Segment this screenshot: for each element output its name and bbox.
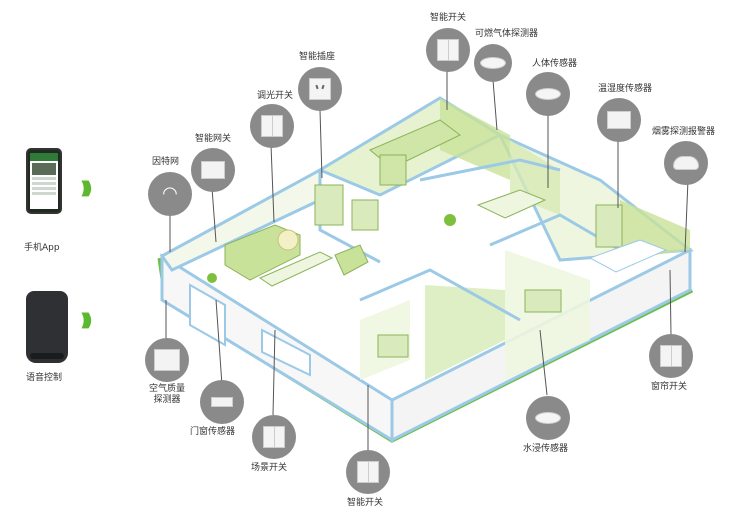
partition-4 bbox=[419, 158, 561, 182]
door-window-sensor-label: 门窗传感器 bbox=[190, 427, 236, 437]
wifi-icon: ◠ bbox=[162, 183, 178, 204]
dimmer-switch-label: 调光开关 bbox=[257, 91, 294, 101]
human-sensor-node bbox=[526, 72, 570, 116]
scene-switch-node bbox=[252, 415, 296, 459]
curtain-switch-icon bbox=[660, 345, 682, 367]
water-sensor-icon bbox=[535, 412, 561, 424]
door-sensor-icon bbox=[211, 397, 233, 407]
smart-switch-bottom-label: 智能开关 bbox=[347, 498, 384, 508]
speaker-signal-icon: ))) bbox=[80, 310, 92, 331]
gas-detector-node bbox=[474, 44, 512, 82]
scene-switch-icon bbox=[263, 426, 285, 448]
tv-cabinet bbox=[351, 199, 379, 231]
motion-sensor-icon bbox=[535, 88, 561, 100]
scene-switch-label: 场景开关 bbox=[251, 463, 288, 473]
fridge-left bbox=[314, 184, 344, 226]
phone-app-device bbox=[26, 148, 62, 214]
smart-socket-node bbox=[298, 67, 342, 111]
internet-label: 因特网 bbox=[152, 157, 180, 167]
temp-humidity-label: 温湿度传感器 bbox=[598, 84, 653, 94]
curtain-switch-node bbox=[649, 334, 693, 378]
bathtub bbox=[588, 239, 668, 273]
smoke-alarm-node bbox=[664, 141, 708, 185]
smart-switch-bottom-node bbox=[346, 450, 390, 494]
smart-socket-label: 智能插座 bbox=[299, 52, 336, 62]
human-sensor-label: 人体传感器 bbox=[532, 59, 578, 69]
smart-switch-top-label: 智能开关 bbox=[430, 13, 467, 23]
water-sensor-node bbox=[526, 396, 570, 440]
switch-icon bbox=[437, 39, 459, 61]
water-sensor-label: 水浸传感器 bbox=[523, 444, 569, 454]
phone-signal-icon: ))) bbox=[80, 178, 92, 199]
wall-panel-5 bbox=[505, 250, 590, 380]
window-right bbox=[261, 328, 311, 377]
curtain-switch-label: 窗帘开关 bbox=[651, 382, 688, 392]
washroom-cabinet bbox=[524, 289, 562, 313]
gateway-icon bbox=[201, 161, 225, 179]
temp-humidity-node bbox=[597, 98, 641, 142]
air-quality-label: 空气质量 探测器 bbox=[148, 384, 186, 405]
plant-dining bbox=[444, 214, 456, 226]
smoke-alarm-label: 烟雾探测报警器 bbox=[652, 127, 716, 137]
air-quality-node bbox=[145, 338, 189, 382]
dining-table bbox=[476, 189, 547, 219]
smart-gateway-label: 智能网关 bbox=[195, 134, 232, 144]
dimmer-switch-icon bbox=[261, 115, 283, 137]
gas-detector-icon bbox=[480, 57, 506, 69]
air-quality-icon bbox=[154, 349, 180, 371]
voice-control-label: 语音控制 bbox=[26, 373, 63, 383]
door-window-sensor-node bbox=[200, 380, 244, 424]
dimmer-switch-node bbox=[250, 104, 294, 148]
plant-left bbox=[207, 273, 217, 283]
connector-lines bbox=[165, 70, 689, 450]
room-cabinet bbox=[377, 334, 409, 358]
smart-switch-top-node bbox=[426, 28, 470, 72]
smart-gateway-node bbox=[191, 148, 235, 192]
floor-lamp bbox=[277, 229, 299, 251]
internet-node: ◠ bbox=[148, 172, 192, 216]
bath-cabinet bbox=[595, 204, 623, 248]
kitchen-cabinet bbox=[379, 154, 407, 186]
smart-speaker-device bbox=[26, 291, 68, 363]
smoke-detector-icon bbox=[673, 156, 699, 170]
phone-app-label: 手机App bbox=[24, 243, 60, 253]
partition-2 bbox=[359, 268, 521, 322]
gas-detector-label: 可燃气体探测器 bbox=[475, 29, 539, 39]
wall-panel-1 bbox=[440, 98, 510, 180]
armchair bbox=[334, 244, 369, 276]
switch-icon bbox=[357, 461, 379, 483]
socket-icon bbox=[309, 78, 331, 100]
thermometer-icon bbox=[607, 111, 631, 129]
wall-panel-4 bbox=[425, 285, 505, 380]
coffee-table bbox=[258, 251, 334, 287]
